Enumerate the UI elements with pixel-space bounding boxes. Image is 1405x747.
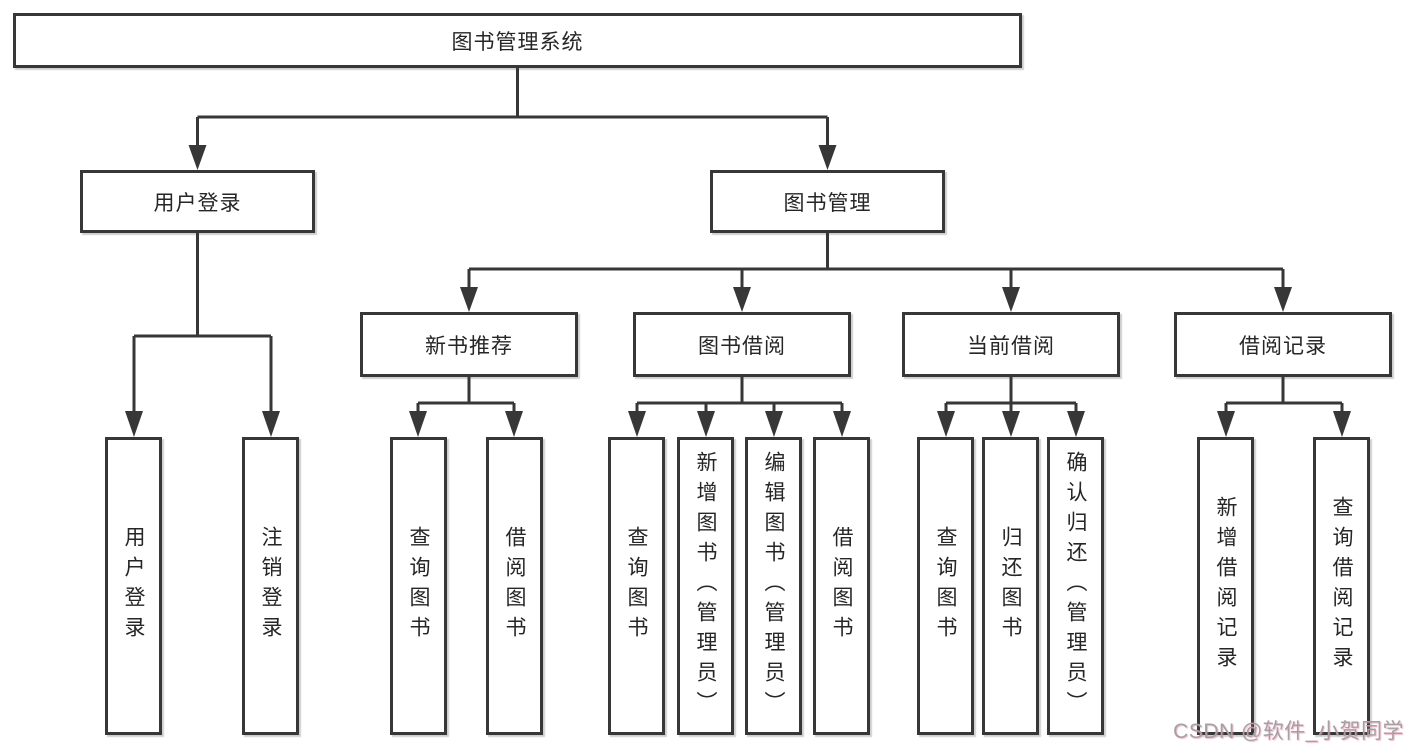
- arrowhead: [937, 411, 955, 437]
- leaf-add-borrow-record-label: 新增借阅记录: [1214, 496, 1238, 676]
- arrowhead: [818, 145, 837, 170]
- leaf-confirm-return-admin-label: 确认归还（管理员）: [1064, 451, 1088, 721]
- leaf-borrow-books-recommend: 借阅图书: [486, 437, 543, 735]
- arrowhead: [833, 411, 851, 437]
- leaf-query-books-recommend-label: 查询图书: [407, 526, 431, 646]
- leaf-query-borrow-record: 查询借阅记录: [1313, 437, 1370, 735]
- leaf-return-books-label: 归还图书: [999, 526, 1023, 646]
- node-current-borrow: 当前借阅: [902, 312, 1120, 377]
- arrowhead: [188, 145, 207, 170]
- node-new-book-recommend: 新书推荐: [360, 312, 578, 377]
- leaf-borrow-books: 借阅图书: [813, 437, 870, 735]
- arrowhead: [765, 411, 783, 437]
- arrowhead: [460, 287, 478, 312]
- arrowhead: [1002, 411, 1020, 437]
- node-user-login-label: 用户登录: [153, 191, 242, 215]
- arrowheads: [125, 145, 1351, 437]
- connector-records-to-leaves: [1224, 377, 1344, 413]
- arrowhead: [1274, 287, 1292, 312]
- arrowhead: [1333, 411, 1351, 437]
- leaf-user-login-label: 用户登录: [122, 526, 146, 646]
- node-new-book-recommend-label: 新书推荐: [425, 334, 513, 358]
- leaf-query-books-current-label: 查询图书: [934, 526, 958, 646]
- leaf-borrow-books-label: 借阅图书: [830, 526, 854, 646]
- arrowhead: [628, 411, 646, 437]
- node-borrow-records: 借阅记录: [1174, 312, 1392, 377]
- leaf-add-borrow-record: 新增借阅记录: [1197, 437, 1254, 735]
- node-book-borrow-label: 图书借阅: [698, 334, 786, 358]
- arrowhead: [262, 411, 280, 437]
- leaf-user-login: 用户登录: [105, 437, 162, 735]
- connector-bookmgmt-to-l3: [467, 233, 1285, 289]
- node-user-login: 用户登录: [80, 170, 315, 233]
- arrowhead: [697, 411, 715, 437]
- leaf-query-books-borrow: 查询图书: [608, 437, 665, 735]
- connector-lines: [132, 68, 1344, 413]
- leaf-query-books-recommend: 查询图书: [390, 437, 447, 735]
- connector-borrow-to-leaves: [635, 377, 844, 413]
- csdn-watermark: CSDN @软件_小贺同学: [1173, 720, 1404, 743]
- arrowhead: [1067, 411, 1085, 437]
- connector-root-to-l2: [196, 68, 829, 147]
- arrowhead: [1217, 411, 1235, 437]
- arrowhead: [409, 411, 427, 437]
- leaf-query-books-current: 查询图书: [917, 437, 974, 735]
- node-book-management-label: 图书管理: [783, 191, 872, 215]
- leaf-logout-label: 注销登录: [259, 526, 283, 646]
- node-book-borrow: 图书借阅: [633, 312, 851, 377]
- connector-newbook-to-leaves: [416, 377, 516, 413]
- leaf-logout: 注销登录: [242, 437, 299, 735]
- leaf-borrow-books-recommend-label: 借阅图书: [503, 526, 527, 646]
- arrowhead: [505, 411, 523, 437]
- connector-current-to-leaves: [944, 377, 1078, 413]
- leaf-add-books-admin-label: 新增图书（管理员）: [694, 451, 718, 721]
- node-current-borrow-label: 当前借阅: [967, 334, 1055, 358]
- connector-userlogin-to-leaves: [132, 233, 273, 413]
- arrowhead: [733, 287, 751, 312]
- arrowhead: [125, 411, 143, 437]
- node-book-management: 图书管理: [710, 170, 945, 233]
- leaf-query-books-borrow-label: 查询图书: [625, 526, 649, 646]
- arrowhead: [1002, 287, 1020, 312]
- node-borrow-records-label: 借阅记录: [1239, 334, 1327, 358]
- node-library-system-label: 图书管理系统: [451, 30, 584, 54]
- leaf-edit-books-admin-label: 编辑图书（管理员）: [762, 451, 786, 721]
- leaf-query-borrow-record-label: 查询借阅记录: [1330, 496, 1354, 676]
- leaf-edit-books-admin: 编辑图书（管理员）: [745, 437, 802, 735]
- node-library-system: 图书管理系统: [13, 13, 1022, 68]
- leaf-return-books: 归还图书: [982, 437, 1039, 735]
- leaf-add-books-admin: 新增图书（管理员）: [677, 437, 734, 735]
- leaf-confirm-return-admin: 确认归还（管理员）: [1047, 437, 1104, 735]
